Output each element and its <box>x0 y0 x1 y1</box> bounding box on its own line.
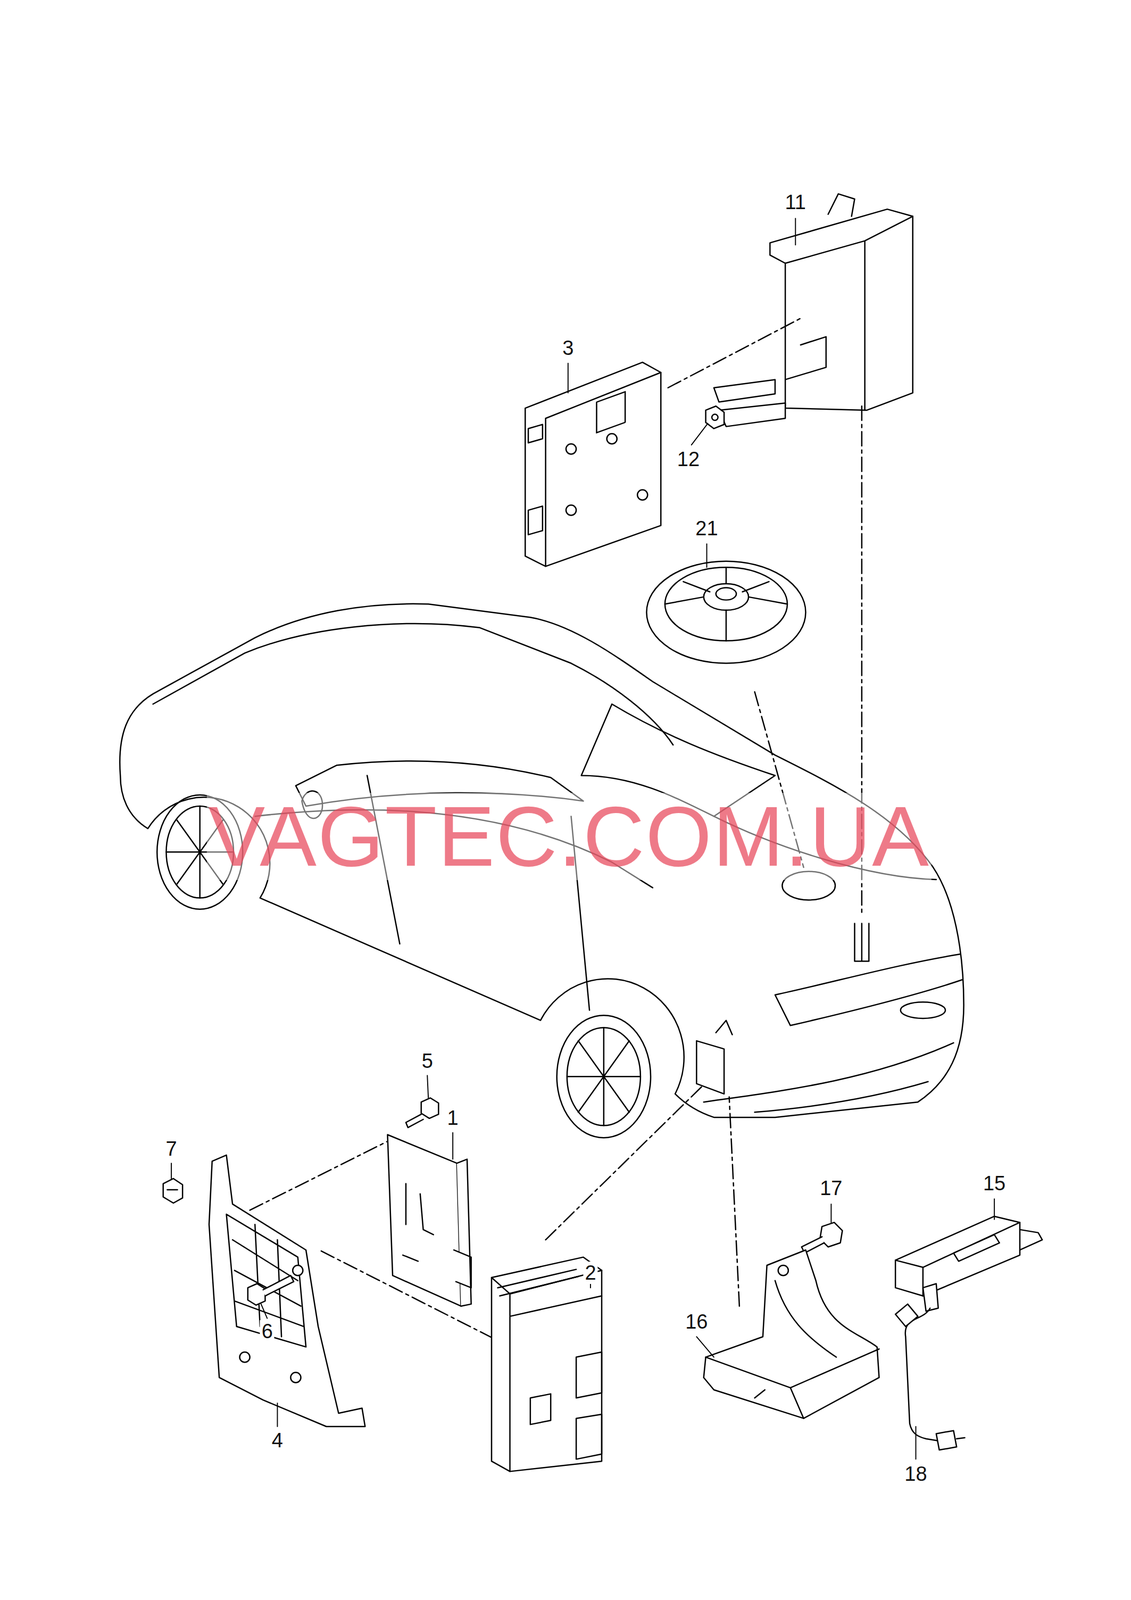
leader-line <box>261 1303 268 1319</box>
module-box <box>491 1257 602 1472</box>
bracket-plate <box>209 1154 365 1427</box>
car-logo <box>900 1001 946 1019</box>
speaker-frame <box>646 561 806 664</box>
bracket-4 <box>209 1154 365 1427</box>
bolt-head <box>247 1283 266 1305</box>
module-screw <box>606 433 618 444</box>
module-screw <box>637 489 648 501</box>
module-connector <box>922 1283 939 1312</box>
assembly-line <box>250 1138 393 1210</box>
location-marker <box>854 923 869 962</box>
callout-number: 18 <box>902 1462 929 1485</box>
speaker-magnet <box>703 583 749 611</box>
assembly-line <box>545 1086 702 1240</box>
car-rear-spokes <box>567 1027 641 1126</box>
bolt-17 <box>801 1221 843 1253</box>
callout-number: 21 <box>693 517 720 540</box>
leader-line <box>696 1336 714 1357</box>
speaker-cone <box>664 567 788 641</box>
leader-line <box>452 1132 454 1160</box>
leader-line <box>830 1203 832 1223</box>
cable-18 <box>895 1303 965 1450</box>
bracket-edge <box>713 193 913 411</box>
bracket-arm <box>719 403 786 427</box>
leader-line <box>276 1402 278 1427</box>
callout-number: 2 <box>583 1261 598 1284</box>
leader-line <box>170 1162 172 1180</box>
callout-number: 16 <box>683 1310 710 1333</box>
module-label <box>596 391 626 433</box>
callout-number: 7 <box>163 1137 179 1160</box>
cover-shape <box>703 1249 880 1418</box>
car-roof <box>153 623 674 745</box>
module-screw <box>566 443 577 454</box>
car-bumper <box>703 1042 954 1112</box>
callout-number: 15 <box>981 1171 1008 1195</box>
speaker-ribs <box>664 567 788 641</box>
cover-hole <box>778 1265 789 1276</box>
bolt-shank <box>405 1113 424 1128</box>
module-1 <box>387 1134 471 1307</box>
leader-line <box>567 363 569 394</box>
nut-12 <box>705 405 725 429</box>
nut-hole <box>711 414 719 421</box>
car-rear-wheel <box>556 1015 651 1138</box>
cover-16 <box>703 1249 880 1418</box>
module-edge <box>895 1221 1043 1296</box>
cover-edge <box>705 1280 880 1419</box>
bracket-11 <box>713 193 913 427</box>
car-outline <box>119 603 964 1118</box>
watermark: VAGTEC.COM.UA <box>206 792 931 880</box>
car-rear-rim <box>567 1027 641 1126</box>
bracket-hole <box>239 1351 251 1362</box>
module-edge <box>528 372 661 567</box>
module-side <box>453 1159 472 1307</box>
callout-number: 6 <box>260 1319 275 1343</box>
callout-number: 17 <box>818 1176 844 1200</box>
module-screw <box>566 504 577 515</box>
bracket-hole <box>290 1371 301 1383</box>
module-box <box>525 362 661 567</box>
leader-line <box>691 423 709 445</box>
module-edge <box>491 1270 602 1472</box>
module-3 <box>525 362 661 567</box>
leader-line <box>993 1198 995 1219</box>
leader-line <box>794 218 796 245</box>
module-15 <box>895 1216 1043 1311</box>
assembly-line <box>668 318 801 388</box>
leader-line <box>915 1426 917 1459</box>
cable-plug <box>895 1303 965 1450</box>
bracket-hole <box>292 1265 303 1276</box>
bolt-6 <box>247 1275 294 1305</box>
bolt-head <box>421 1097 439 1118</box>
location-marker <box>696 1020 733 1094</box>
bolt-shank <box>263 1275 295 1296</box>
speaker-21 <box>646 561 806 664</box>
module-box <box>895 1216 1020 1296</box>
module-pins <box>497 1269 579 1296</box>
callout-number: 12 <box>675 447 702 471</box>
callout-number: 4 <box>270 1428 285 1452</box>
car-body <box>119 603 964 1138</box>
nut-shape <box>705 405 725 429</box>
leader-line <box>706 543 708 568</box>
leader-lines <box>171 218 995 1459</box>
bracket-shape <box>769 209 913 411</box>
callout-number: 1 <box>445 1106 461 1129</box>
callout-number: 11 <box>783 190 808 214</box>
module-detail <box>402 1183 434 1262</box>
nut-7 <box>163 1178 183 1203</box>
bolt-5 <box>405 1097 439 1128</box>
assembly-line <box>729 1096 740 1307</box>
car-taillight <box>775 953 963 1026</box>
callout-number: 5 <box>420 1049 435 1072</box>
bracket-grid <box>226 1213 307 1347</box>
leader-line <box>427 1075 429 1098</box>
module-2 <box>491 1257 602 1472</box>
module-plate <box>387 1134 461 1307</box>
cable-line <box>905 1308 939 1441</box>
speaker-cap <box>716 587 737 601</box>
callout-number: 3 <box>560 336 576 360</box>
